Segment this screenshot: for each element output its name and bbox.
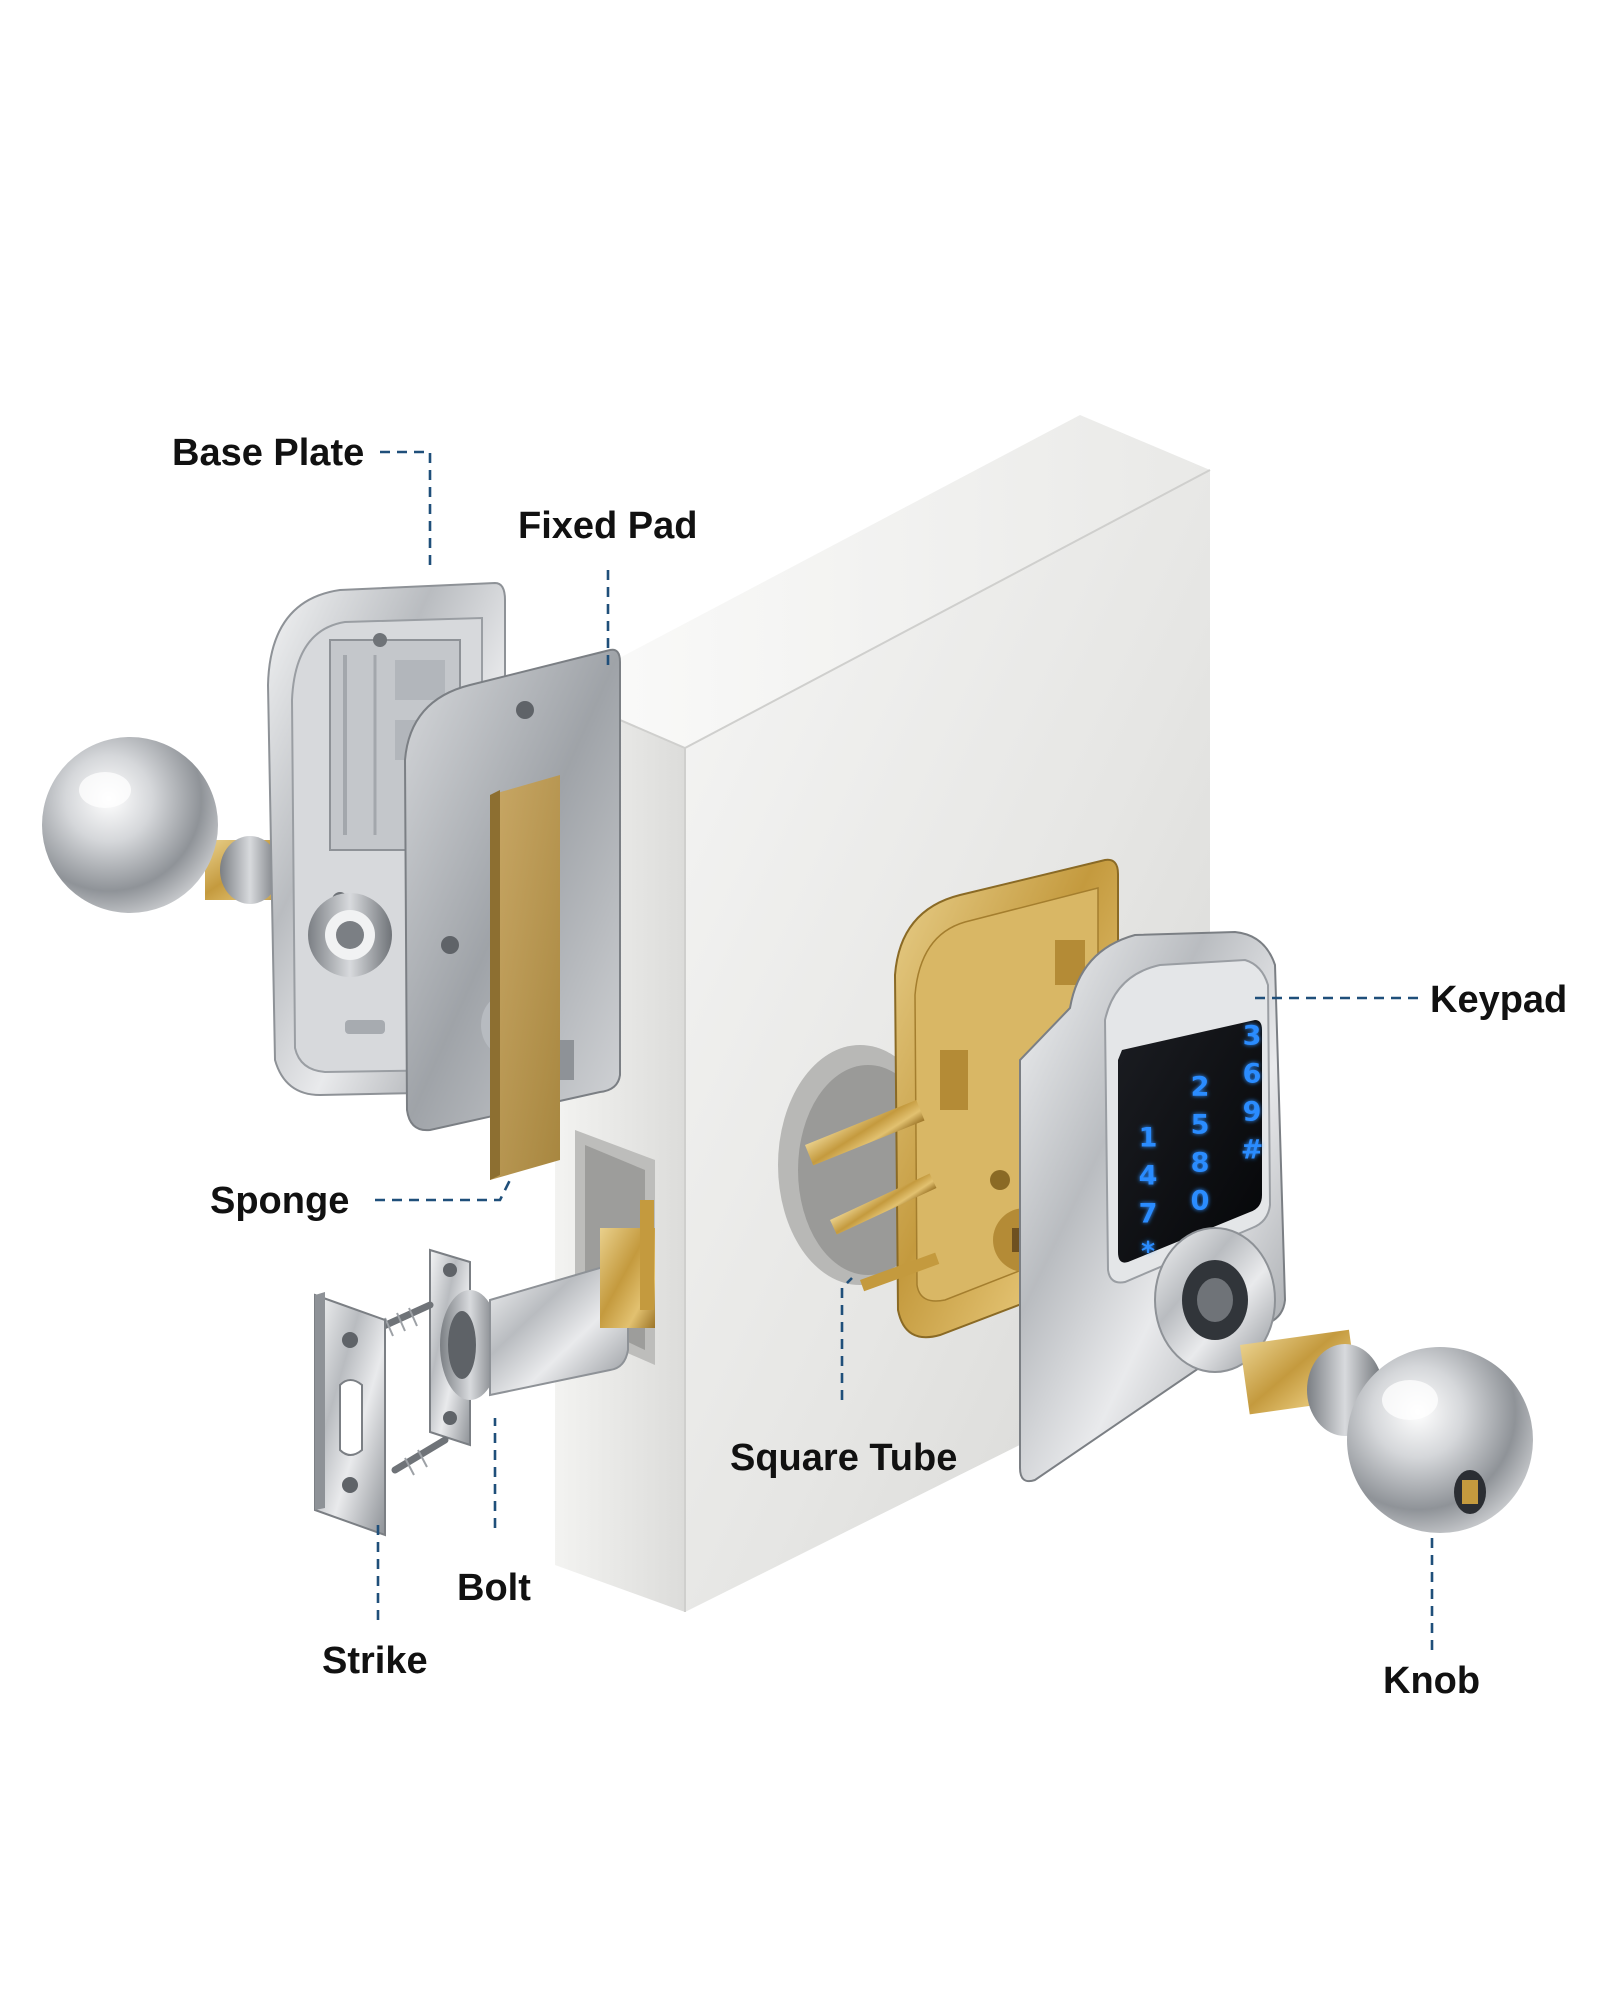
keypad-key: * (1141, 1237, 1155, 1268)
label-fixed-pad: Fixed Pad (518, 505, 698, 547)
leader-lines (375, 450, 1434, 1650)
latch-bolt (429, 1200, 655, 1447)
keypad-key: 0 (1191, 1186, 1210, 1217)
keypad-key: 6 (1243, 1059, 1262, 1090)
right-knob (1240, 1329, 1533, 1533)
label-knob: Knob (1383, 1660, 1480, 1702)
strike-plate (314, 1292, 386, 1537)
label-base-plate: Base Plate (172, 432, 364, 474)
sponge (490, 775, 560, 1180)
label-keypad: Keypad (1430, 979, 1567, 1021)
label-bolt: Bolt (457, 1567, 531, 1609)
leader-square-tube (840, 1277, 853, 1400)
keypad-key: 8 (1191, 1148, 1210, 1179)
keypad-key: 1 (1139, 1123, 1158, 1154)
left-knob (42, 737, 295, 913)
leader-base-plate (380, 450, 432, 570)
leader-sponge (375, 1179, 512, 1202)
keypad-key: 7 (1139, 1199, 1158, 1230)
keypad-key: 9 (1243, 1097, 1262, 1128)
keypad-key: 4 (1139, 1161, 1158, 1192)
keypad-key: 5 (1191, 1110, 1210, 1141)
keypad-key: 3 (1243, 1021, 1262, 1052)
label-sponge: Sponge (210, 1180, 349, 1222)
label-square-tube: Square Tube (730, 1437, 957, 1479)
keypad-key: # (1241, 1135, 1264, 1166)
keypad-key: 2 (1191, 1072, 1210, 1103)
keypad-keys: 3 2 6 1 5 9 4 8 #7 0 * (1139, 1021, 1264, 1268)
label-strike: Strike (322, 1640, 428, 1682)
keypad-housing: 3 2 6 1 5 9 4 8 #7 0 * (1019, 930, 1287, 1483)
part-labels: Base Plate Fixed Pad Sponge Keypad Squar… (172, 432, 1567, 1702)
